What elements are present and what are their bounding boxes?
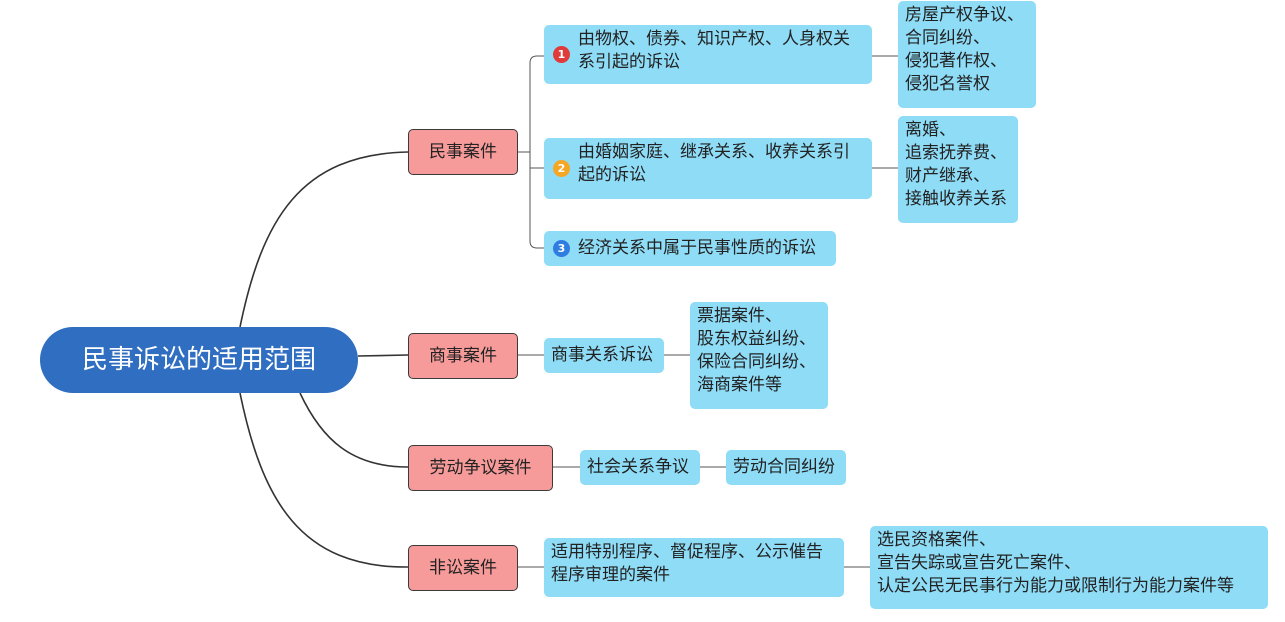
noncontentious-examples[interactable]: 选民资格案件、 宣告失踪或宣告死亡案件、 认定公民无民事行为能力或限制行为能力案… — [870, 526, 1268, 609]
commercial-examples[interactable]: 票据案件、 股东权益纠纷、 保险合同纠纷、 海商案件等 — [690, 302, 828, 409]
example-line: 房屋产权争议、 — [905, 5, 1024, 25]
connector-civil-trunk — [518, 55, 544, 249]
noncontentious-item[interactable]: 适用特别程序、督促程序、公示催告程序审理的案件 — [544, 538, 844, 597]
example-line: 股东权益纠纷、 — [697, 329, 816, 349]
civil-item-2[interactable]: 2 由婚姻家庭、继承关系、收养关系引起的诉讼 — [544, 138, 872, 199]
example-line: 合同纠纷、 — [905, 28, 990, 48]
civil-item-3-text: 经济关系中属于民事性质的诉讼 — [578, 238, 816, 258]
example-line: 追索抚养费、 — [905, 143, 1007, 163]
number-badge-2-icon: 2 — [553, 160, 570, 177]
example-line: 保险合同纠纷、 — [697, 352, 816, 372]
connector-root-civil — [239, 151, 409, 328]
civil-item-1-text: 由物权、债券、知识产权、人身权关系引起的诉讼 — [578, 29, 850, 72]
category-noncontentious[interactable]: 非讼案件 — [408, 545, 518, 591]
root-topic[interactable]: 民事诉讼的适用范围 — [40, 327, 358, 393]
civil-examples-2[interactable]: 离婚、 追索抚养费、 财产继承、 接触收养关系 — [898, 116, 1018, 223]
example-line: 接触收养关系 — [905, 189, 1007, 209]
civil-item-3[interactable]: 3 经济关系中属于民事性质的诉讼 — [544, 231, 836, 266]
example-line: 离婚、 — [905, 120, 956, 140]
civil-examples-1[interactable]: 房屋产权争议、 合同纠纷、 侵犯著作权、 侵犯名誉权 — [898, 1, 1036, 108]
number-badge-3-icon: 3 — [553, 240, 570, 257]
example-line: 海商案件等 — [697, 375, 782, 395]
example-line: 财产继承、 — [905, 166, 990, 186]
category-labor[interactable]: 劳动争议案件 — [408, 445, 553, 491]
connector-root-noncontentious — [239, 392, 409, 568]
example-line: 认定公民无民事行为能力或限制行为能力案件等 — [877, 576, 1234, 596]
civil-item-1[interactable]: 1 由物权、债券、知识产权、人身权关系引起的诉讼 — [544, 25, 872, 84]
number-badge-1-icon: 1 — [553, 46, 570, 63]
example-line: 侵犯著作权、 — [905, 51, 1007, 71]
category-commercial[interactable]: 商事案件 — [408, 333, 518, 379]
commercial-item[interactable]: 商事关系诉讼 — [544, 338, 664, 373]
example-line: 票据案件、 — [697, 306, 782, 326]
category-civil[interactable]: 民事案件 — [408, 129, 518, 175]
civil-item-2-text: 由婚姻家庭、继承关系、收养关系引起的诉讼 — [578, 142, 850, 185]
labor-example[interactable]: 劳动合同纠纷 — [726, 450, 846, 485]
example-line: 选民资格案件、 — [877, 530, 996, 550]
connector-root-labor — [299, 392, 409, 468]
connector-root-commercial — [357, 354, 409, 357]
example-line: 宣告失踪或宣告死亡案件、 — [877, 553, 1081, 573]
example-line: 侵犯名誉权 — [905, 74, 990, 94]
labor-item[interactable]: 社会关系争议 — [580, 450, 700, 485]
